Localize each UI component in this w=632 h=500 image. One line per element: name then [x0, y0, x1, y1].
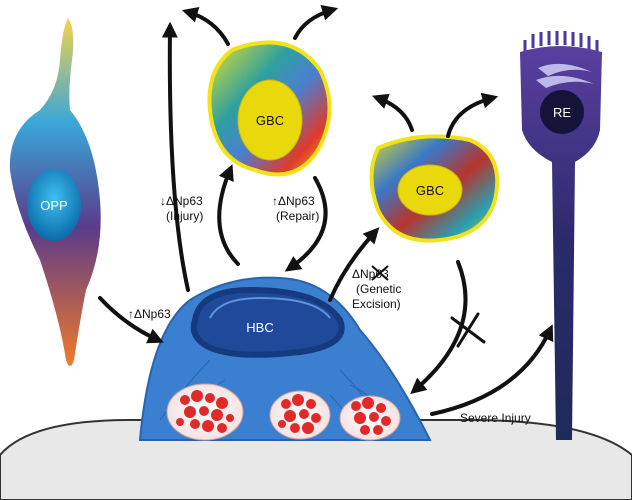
arrow-severe-injury [430, 324, 554, 416]
sustentacular-bundles [166, 383, 401, 441]
arrow-gbc-top-left [181, 7, 230, 46]
arrow-gbc-top-right [293, 5, 339, 40]
block-cross-mark [450, 312, 486, 348]
excision-label-line2: (Genetic [356, 282, 401, 296]
hbc-label: HBC [246, 320, 273, 335]
injury-label-line1: ↓ΔNp63 [160, 194, 203, 208]
arrow-opp-to-hbc [98, 296, 164, 344]
arrow-gbc-right-right [446, 92, 499, 138]
excision-label-line3: Excision) [352, 297, 401, 311]
re-neuron: RE [520, 31, 602, 440]
opp-label: OPP [40, 198, 67, 213]
gbc-right-cell: GBC [369, 134, 500, 243]
arrow-gbc-right-left [371, 93, 414, 132]
injury-label-line2: (Injury) [166, 209, 203, 223]
excision-label-line1: ΔNp63 [352, 267, 389, 281]
excision-strike-mark [371, 265, 389, 281]
repair-label-line1: ↑ΔNp63 [272, 194, 315, 208]
arrow-hbc-up-injury [161, 21, 190, 292]
arrow-gbc-to-hbc [284, 176, 328, 272]
arrows [98, 5, 554, 416]
gbc-right-label: GBC [416, 183, 444, 198]
repair-label-line2: (Repair) [276, 209, 319, 223]
arrow-blocked [410, 260, 468, 395]
gbc-top-label: GBC [256, 113, 284, 128]
annotations: ↑ΔNp63 ↓ΔNp63 (Injury) ↑ΔNp63 (Repair) Δ… [128, 194, 531, 425]
severe-injury-label: Severe Injury [460, 411, 531, 425]
arrow-hbc-to-gbc-right [328, 227, 380, 302]
gbc-top-cell: GBC [207, 40, 332, 177]
arrow-hbc-to-gbc [217, 164, 240, 266]
opp-to-hbc-label: ↑ΔNp63 [128, 307, 171, 321]
re-label: RE [553, 105, 571, 120]
opp-cell: OPP [9, 18, 101, 366]
